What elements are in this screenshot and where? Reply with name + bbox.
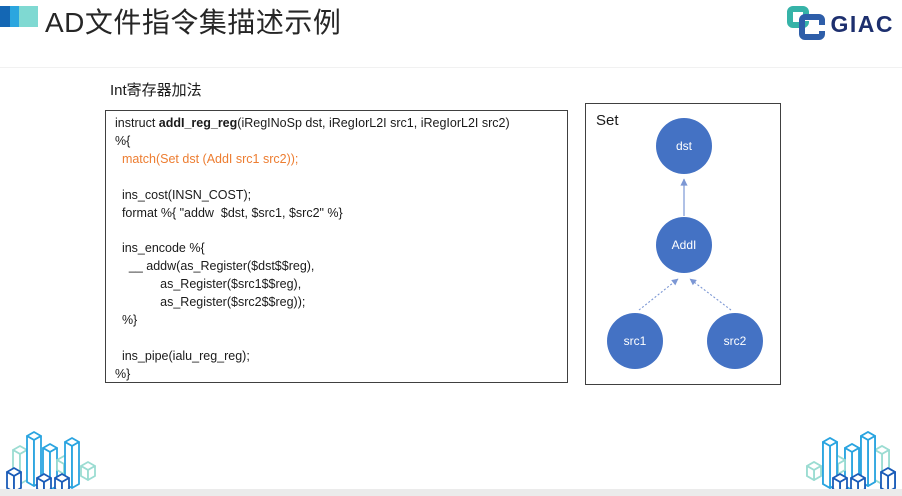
node-dst: dst	[656, 118, 712, 174]
code-line: ins_cost(INSN_COST);	[115, 187, 252, 202]
bullet-segment-blue	[10, 6, 19, 27]
section-label: Int寄存器加法	[110, 82, 202, 99]
header-divider	[0, 67, 902, 68]
code-line: ins_encode %{	[115, 241, 205, 256]
code-line	[115, 222, 558, 240]
title-bullet-icon	[0, 6, 38, 27]
code-line: __ addw(as_Register($dst$$reg),	[115, 259, 315, 274]
node-addi: AddI	[656, 217, 712, 273]
buildings-decoration-right-icon	[806, 431, 896, 494]
code-line	[115, 169, 558, 187]
edge-src1-to-addi	[638, 278, 679, 311]
code-line	[115, 330, 558, 348]
code-lines: instruct addI_reg_reg(iRegINoSp dst, iRe…	[115, 115, 558, 384]
bullet-segment-dark-blue	[0, 6, 10, 27]
bottom-bar	[0, 489, 902, 496]
edge-src2-to-addi	[689, 278, 732, 311]
code-line: as_Register($src2$$reg));	[115, 295, 306, 310]
code-line: %}	[115, 312, 138, 327]
giac-logo-text: GIAC	[830, 10, 894, 37]
node-src1: src1	[607, 313, 663, 369]
diagram-set-label: Set	[596, 112, 619, 129]
bullet-segment-teal	[19, 6, 38, 27]
diagram-box: Set dst AddI src1 src2	[585, 103, 781, 385]
code-line: match(Set dst (AddI src1 src2));	[115, 151, 299, 166]
code-line: format %{ "addw $dst, $src1, $src2" %}	[115, 205, 343, 220]
code-box: instruct addI_reg_reg(iRegINoSp dst, iRe…	[105, 110, 568, 383]
giac-logo-g-blue-icon	[798, 14, 825, 40]
page-title: AD文件指令集描述示例	[45, 7, 342, 38]
buildings-decoration-left-icon	[6, 431, 96, 494]
giac-logo: GIAC	[786, 6, 895, 42]
code-line: %{	[115, 133, 131, 148]
node-src2: src2	[707, 313, 763, 369]
diagram-edges	[638, 178, 732, 311]
code-line: %}	[115, 366, 131, 381]
code-line: instruct addI_reg_reg(iRegINoSp dst, iRe…	[115, 116, 510, 130]
code-line: ins_pipe(ialu_reg_reg);	[115, 348, 250, 363]
code-line: as_Register($src1$$reg),	[115, 277, 302, 292]
giac-logo-icon	[786, 6, 827, 42]
